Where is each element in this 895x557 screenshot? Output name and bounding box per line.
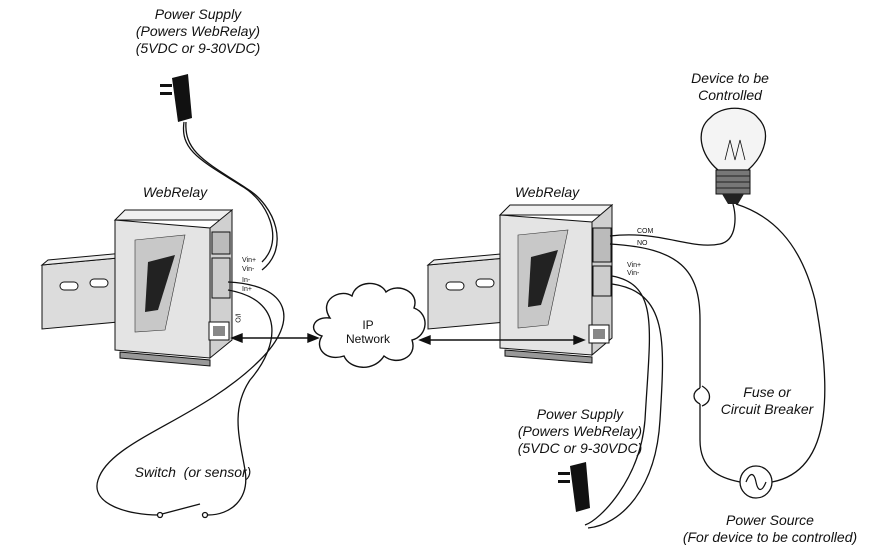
- power-supply-right-line3: (5VDC or 9-30VDC): [517, 440, 643, 456]
- network-link-left: [230, 332, 320, 344]
- webrelay-right-label: WebRelay: [514, 184, 580, 200]
- network-line2: Network: [345, 332, 390, 346]
- device-line1: Device to be: [691, 70, 769, 86]
- webrelay-left-device: [113, 208, 234, 367]
- power-supply-left-line3: (5VDC or 9-30VDC): [135, 40, 261, 56]
- terminal-right-vin-plus: Vin+: [627, 262, 642, 269]
- switch-label: Switch (or sensor): [134, 464, 252, 480]
- terminal-left-io: I/O: [233, 313, 241, 323]
- power-supply-left: [160, 74, 278, 271]
- fuse-line2: Circuit Breaker: [720, 401, 814, 417]
- terminal-right-no: NO: [637, 240, 648, 247]
- network-label: IP Network: [330, 318, 406, 346]
- power-source-symbol: [739, 465, 773, 499]
- device-line2: Controlled: [698, 87, 762, 103]
- terminal-left-vin-minus: Vin-: [242, 266, 255, 273]
- network-line1: IP: [362, 318, 374, 332]
- power-supply-left-label: Power Supply (Powers WebRelay) (5VDC or …: [118, 6, 278, 57]
- din-rail-left: [40, 252, 126, 330]
- power-source-line1: Power Source: [726, 512, 814, 528]
- power-supply-right-line2: (Powers WebRelay): [517, 423, 643, 439]
- terminal-left-vin-plus: Vin+: [242, 257, 257, 264]
- power-supply-right-label: Power Supply (Powers WebRelay) (5VDC or …: [500, 406, 660, 457]
- terminal-left-in-plus: In+: [242, 286, 252, 293]
- power-supply-left-line1: Power Supply: [154, 6, 242, 22]
- switch-wiring: [96, 281, 285, 519]
- light-bulb: [700, 107, 767, 204]
- webrelay-left-label: WebRelay: [142, 184, 208, 200]
- power-source-label: Power Source (For device to be controlle…: [670, 512, 870, 546]
- network-link-right: [418, 334, 586, 346]
- ip-network-cloud: [312, 282, 426, 368]
- power-source-line2: (For device to be controlled): [682, 529, 858, 545]
- terminal-right-com: COM: [637, 228, 654, 235]
- load-wiring: [584, 203, 826, 529]
- fuse-symbol: [693, 385, 711, 407]
- fuse-line1: Fuse or: [743, 384, 791, 400]
- power-supply-left-line2: (Powers WebRelay): [135, 23, 261, 39]
- terminal-left-in-minus: In-: [242, 277, 251, 284]
- power-supply-right-line1: Power Supply: [536, 406, 624, 422]
- terminal-right-vin-minus: Vin-: [627, 270, 640, 277]
- power-supply-right: [558, 462, 590, 512]
- webrelay-right-device: [498, 203, 614, 364]
- fuse-label: Fuse or Circuit Breaker: [702, 384, 832, 418]
- device-label: Device to be Controlled: [660, 70, 800, 104]
- din-rail-right: [426, 252, 514, 330]
